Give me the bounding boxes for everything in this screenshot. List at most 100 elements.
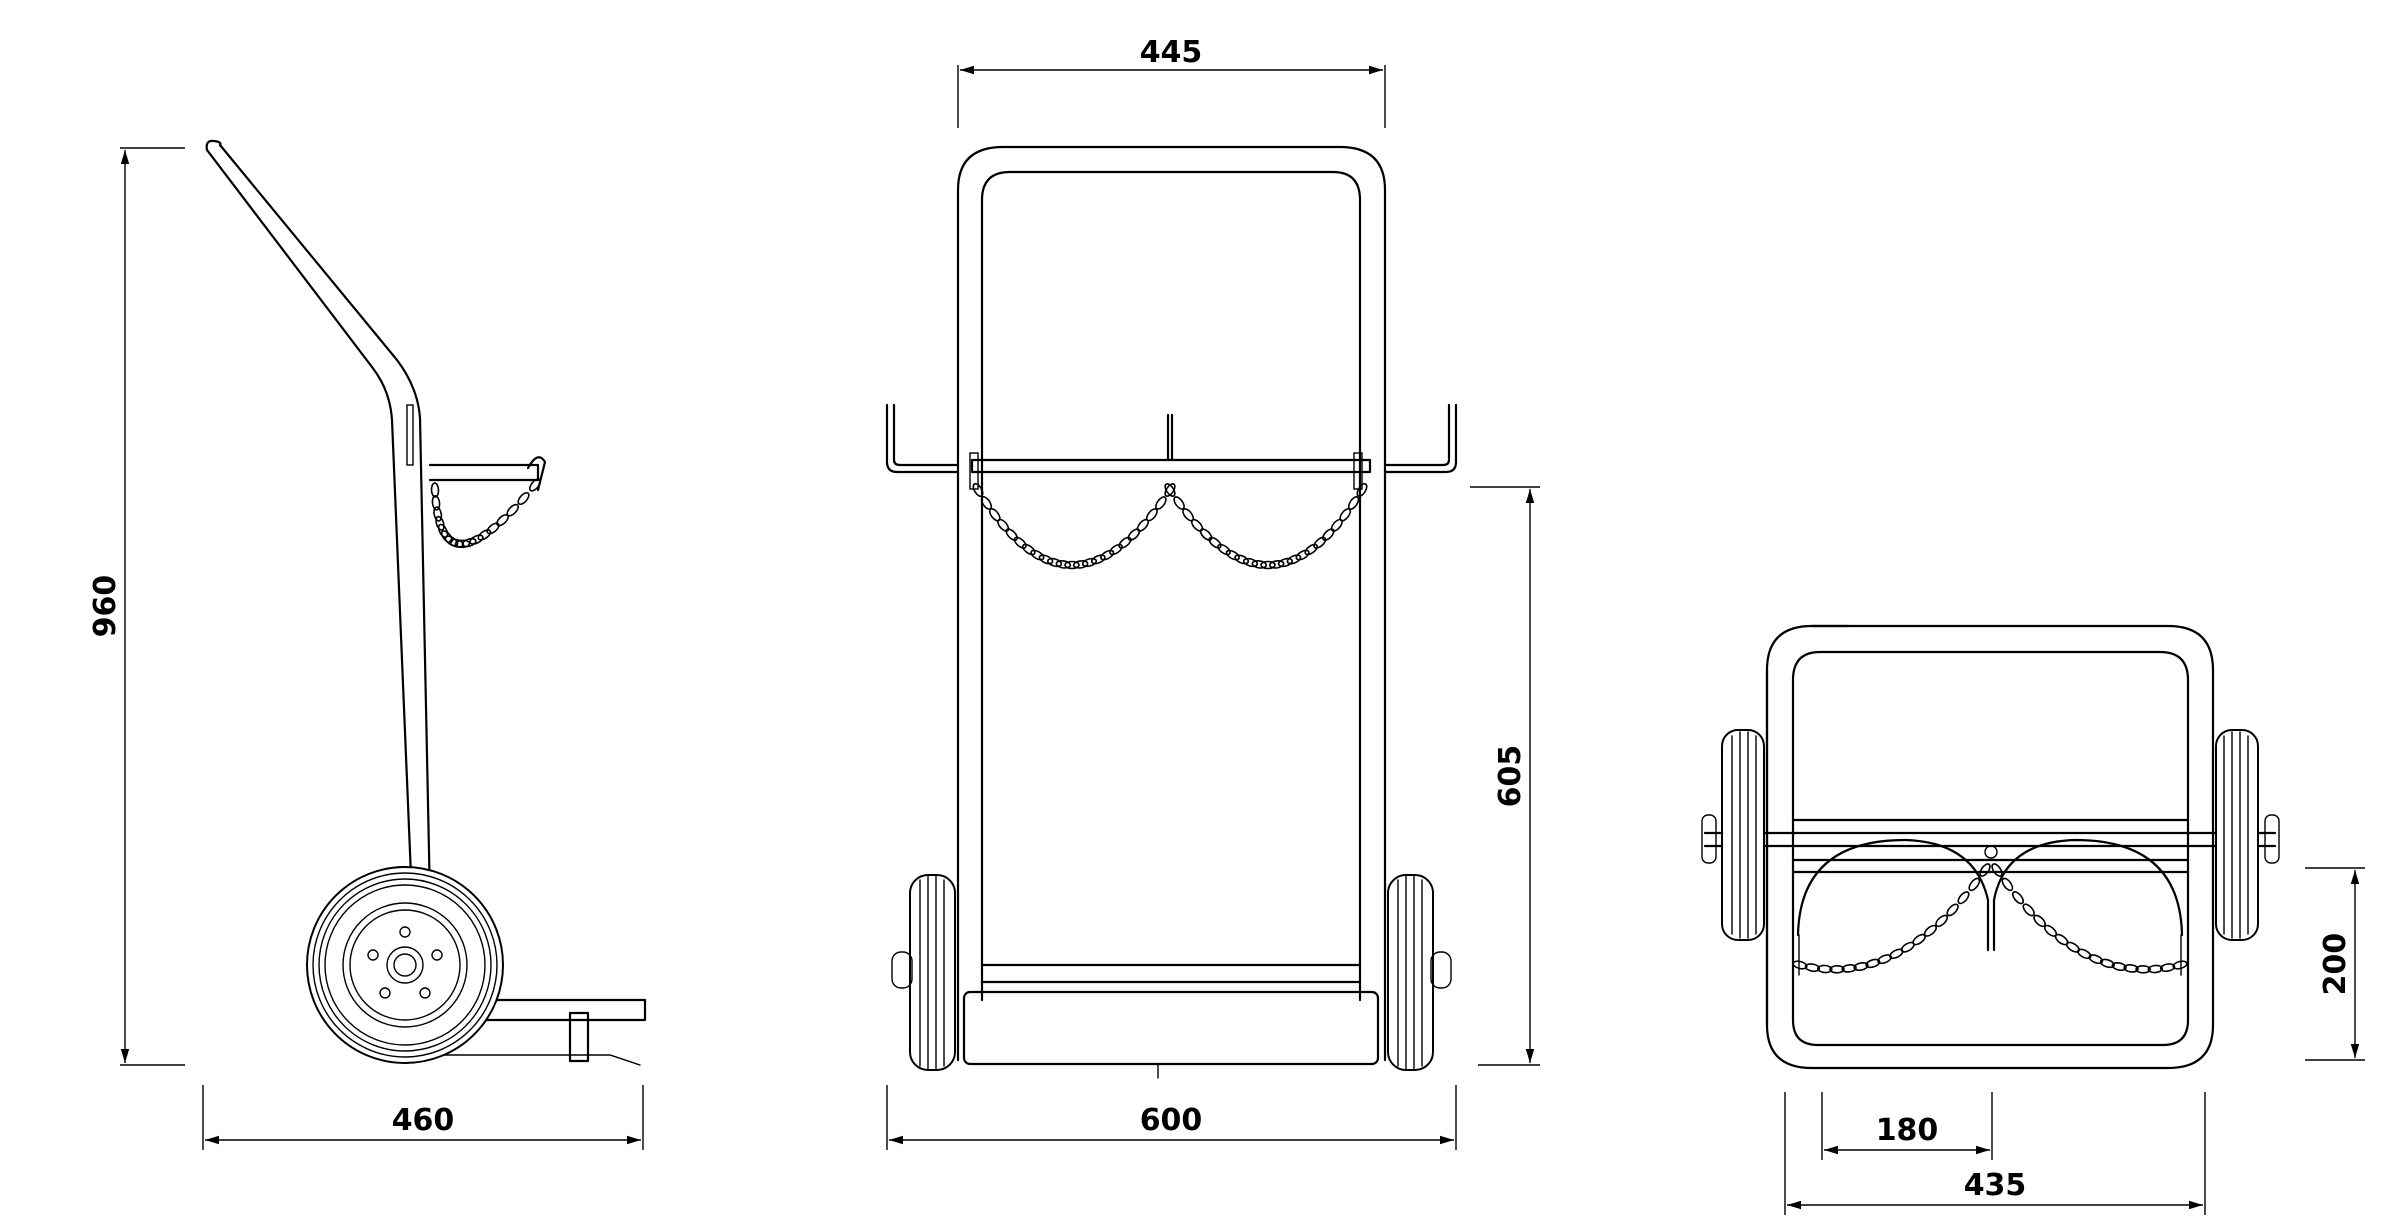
top-frame-left — [1765, 624, 1850, 1027]
chain-link — [2111, 961, 2127, 972]
chain-link — [1853, 961, 1869, 972]
top-wheel-right — [2215, 729, 2259, 941]
side-wheel — [306, 866, 504, 1064]
chain-link — [1251, 559, 1268, 569]
front-toe-plate — [962, 990, 1380, 1066]
front-frame-inner — [980, 170, 1362, 1002]
chain-link — [1286, 554, 1302, 565]
chain-link — [433, 506, 443, 522]
chain-link — [1118, 536, 1132, 549]
chain-link — [1829, 964, 1845, 974]
top-cradle-right — [1992, 838, 2184, 952]
side-handle-cap — [205, 139, 222, 152]
chain-link — [1968, 877, 1981, 892]
chain-link — [1277, 557, 1293, 568]
dim-front-handle-height: 605 — [1493, 745, 1528, 808]
dim-front-top-width: 445 — [1140, 35, 1203, 70]
chain-link — [1234, 554, 1250, 565]
chain-link — [1313, 536, 1327, 549]
chain-link — [1038, 554, 1054, 565]
chain-link — [1304, 543, 1319, 556]
chain-link — [1164, 483, 1176, 497]
side-base-plate — [428, 998, 647, 1022]
dim-side-height: 960 — [88, 575, 123, 638]
chain-link — [435, 515, 445, 531]
chain-link — [2011, 891, 2025, 905]
front-divider — [1166, 413, 1174, 462]
chain-link — [1923, 924, 1938, 937]
chain-link — [2172, 960, 2188, 970]
chain-link — [2159, 963, 2176, 973]
chain-link — [1005, 528, 1018, 541]
chain-link — [2088, 954, 2104, 965]
dim-top-outer-width: 435 — [1964, 1168, 2027, 1203]
chain-link — [1260, 560, 1276, 570]
front-frame-outer — [956, 145, 1387, 1062]
dim-top-inner-width: 180 — [1876, 1113, 1939, 1148]
front-chains — [972, 482, 1368, 570]
front-hook-left — [885, 403, 960, 474]
top-frame-outer — [1765, 624, 2215, 1070]
chain-link — [1208, 536, 1222, 549]
top-view: 200 180 435 — [1701, 624, 2365, 1215]
chain-link — [2077, 948, 2092, 960]
chain-link — [430, 482, 440, 498]
chain-link — [2065, 941, 2080, 953]
side-chain-hook — [526, 456, 547, 492]
chain-link — [1877, 954, 1893, 965]
front-hook-right-inner — [1383, 403, 1451, 467]
chain-link — [528, 478, 542, 492]
chain-link — [517, 491, 530, 506]
chain-link — [486, 522, 500, 535]
chain-link — [1957, 891, 1970, 905]
chain-link — [1109, 543, 1123, 556]
chain-link — [997, 518, 1010, 532]
chain-link — [1817, 964, 1833, 974]
side-chain — [430, 478, 542, 549]
top-wheel-left — [1721, 729, 1765, 941]
chain-link — [1217, 543, 1231, 556]
top-axle — [1703, 831, 2277, 848]
front-wheel-right — [1387, 874, 1452, 1071]
front-toe-lip — [980, 963, 1362, 984]
chain-link — [1055, 559, 1072, 569]
chain-link — [1225, 549, 1240, 561]
top-cradle-left — [1796, 838, 1990, 952]
chain-link — [1155, 496, 1167, 510]
chain-link — [1145, 508, 1158, 522]
chain-link — [1081, 557, 1098, 568]
dim-front-base-width: 600 — [1140, 1103, 1203, 1138]
front-hook-right — [1383, 403, 1458, 474]
chain-link — [1979, 863, 1991, 877]
chain-link — [2123, 964, 2139, 973]
chain-link — [2022, 903, 2035, 917]
side-post-slot — [406, 404, 414, 466]
chain-link — [1164, 483, 1176, 497]
chain-link — [1047, 557, 1063, 568]
chain-link — [444, 535, 459, 547]
chain-link — [1295, 549, 1310, 561]
chain-link — [431, 495, 441, 511]
side-view: 960 460 — [88, 139, 647, 1150]
chain-link — [1100, 549, 1115, 561]
dim-top-depth: 200 — [2318, 933, 2353, 996]
side-handle-outer — [205, 148, 414, 1057]
chain-link — [1190, 518, 1204, 532]
chain-link — [440, 530, 453, 544]
dim-side-depth: 460 — [392, 1103, 455, 1138]
chain-link — [454, 539, 471, 549]
chain-link — [2147, 964, 2164, 974]
chain-link — [1865, 958, 1881, 969]
chain-link — [1127, 528, 1141, 541]
chain-link — [1804, 963, 1821, 973]
top-crossbar — [1791, 818, 2190, 874]
chain-link — [1792, 960, 1808, 970]
chain-link — [461, 537, 477, 548]
chain-link — [1347, 496, 1360, 510]
side-handle-inner — [218, 143, 432, 1057]
chain-link — [1242, 557, 1259, 568]
chain-link — [469, 534, 484, 545]
chain-link — [1199, 528, 1213, 541]
chain-link — [1356, 482, 1368, 498]
